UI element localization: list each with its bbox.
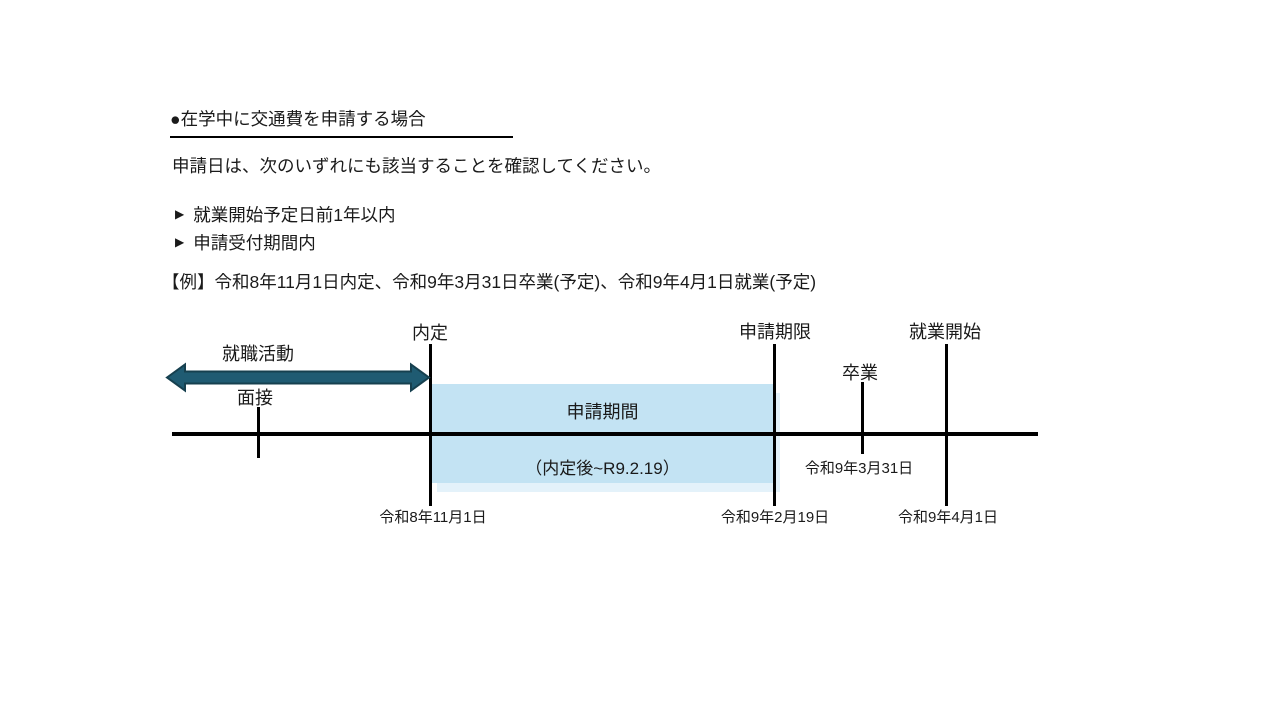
offer-label: 内定 — [412, 323, 448, 343]
condition-list: ▶ 就業開始予定日前1年以内 ▶ 申請受付期間内 — [175, 200, 395, 256]
deadline-date: 令和9年2月19日 — [720, 509, 830, 526]
interview-tick — [257, 407, 260, 458]
graduation-label: 卒業 — [842, 363, 878, 383]
triangle-bullet-icon: ▶ — [175, 235, 185, 249]
list-item: ▶ 申請受付期間内 — [175, 228, 395, 256]
offer-date: 令和8年11月1日 — [379, 509, 487, 526]
example-text: 【例】令和8年11月1日内定、令和9年3月31日卒業(予定)、令和9年4月1日就… — [162, 272, 817, 292]
deadline-label: 申請期限 — [739, 322, 811, 342]
interview-label: 面接 — [237, 388, 273, 408]
list-item: ▶ 就業開始予定日前1年以内 — [175, 200, 395, 228]
double-arrow-shape — [165, 362, 431, 393]
page-title: ●在学中に交通費を申請する場合 — [170, 106, 513, 138]
graduation-tick — [861, 382, 864, 454]
deadline-marker-line — [773, 344, 776, 506]
application-period-title: 申請期間 — [566, 402, 639, 422]
employment-date: 令和9年4月1日 — [897, 509, 999, 526]
activity-label: 就職活動 — [222, 344, 294, 364]
triangle-bullet-icon: ▶ — [175, 207, 185, 221]
condition-label: 申請受付期間内 — [193, 232, 316, 253]
employment-marker-line — [945, 344, 948, 506]
offer-marker-line — [429, 344, 432, 506]
double-arrow-icon — [165, 362, 431, 393]
application-period-range: （内定後~R9.2.19） — [525, 459, 680, 478]
graduation-date: 令和9年3月31日 — [804, 460, 914, 477]
condition-label: 就業開始予定日前1年以内 — [193, 204, 396, 225]
timeline-axis — [172, 432, 1038, 436]
intro-text: 申請日は、次のいずれにも該当することを確認してください。 — [172, 156, 661, 176]
employment-label: 就業開始 — [909, 322, 981, 342]
